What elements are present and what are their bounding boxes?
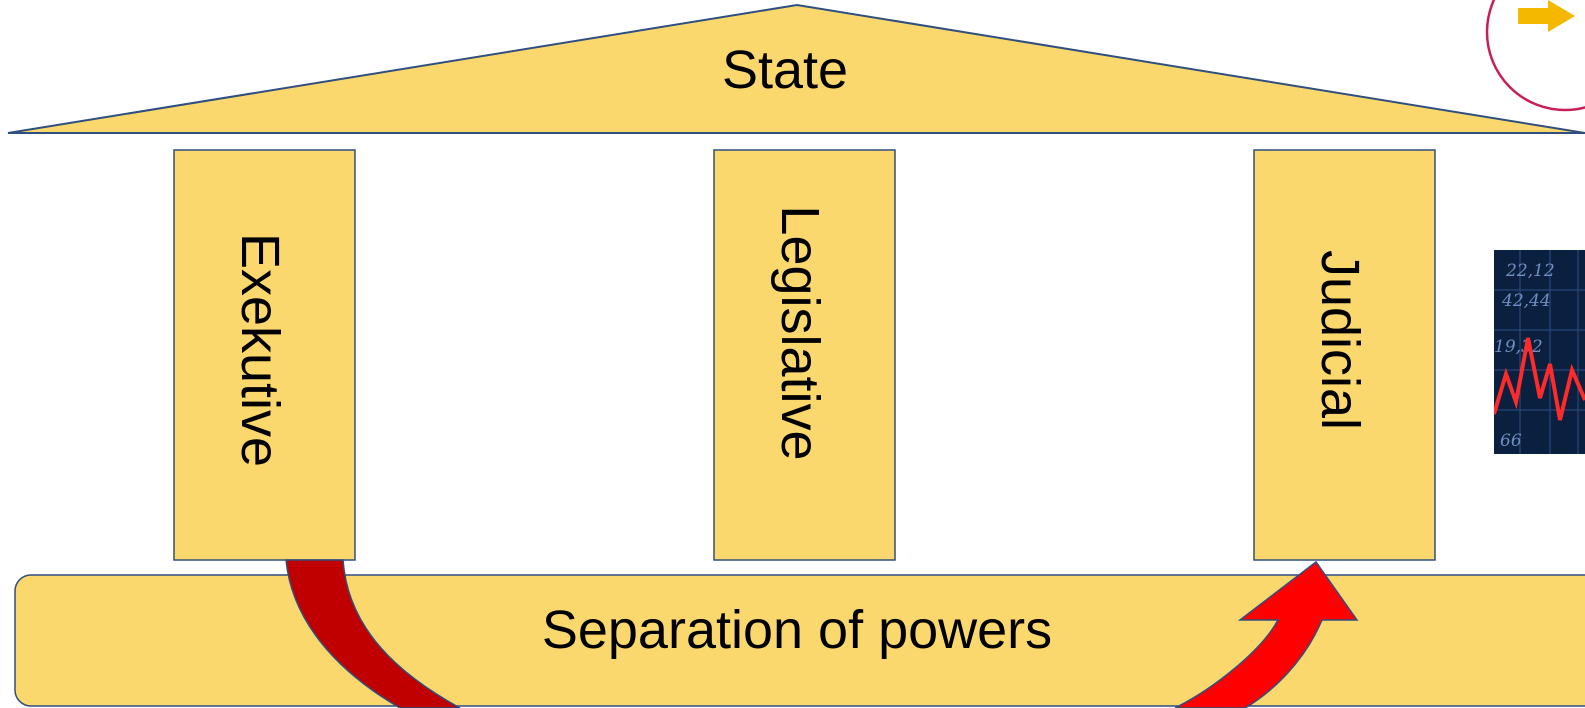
stock-chart-thumbnail: 22,12 42,44 19,32 66 [1494,250,1585,454]
pillar-label-legislative: Legislative [770,205,830,460]
thumbnail-number-2: 42,44 [1501,291,1551,311]
badge-ring [1485,0,1585,112]
base-label: Separation of powers [542,600,1052,660]
arrow-curve-right [1174,560,1359,708]
thumbnail-number-1: 22,12 [1505,261,1555,281]
thumbnail-number-3: 19,32 [1494,337,1543,357]
pillar-judicial [1253,149,1436,561]
pillar-label-judicial: Judicial [1310,250,1370,430]
arrow-curve-left [285,559,461,708]
roof-label: State [722,40,848,100]
arrow-right-icon [1518,0,1575,32]
roof-triangle [7,3,1585,134]
pillar-legislative [713,149,896,561]
thumbnail-number-4: 66 [1500,431,1522,451]
thumbnail-zigzag-line [1494,337,1585,421]
pillar-exekutive [173,149,356,561]
pillar-label-exekutive: Exekutive [230,233,290,467]
